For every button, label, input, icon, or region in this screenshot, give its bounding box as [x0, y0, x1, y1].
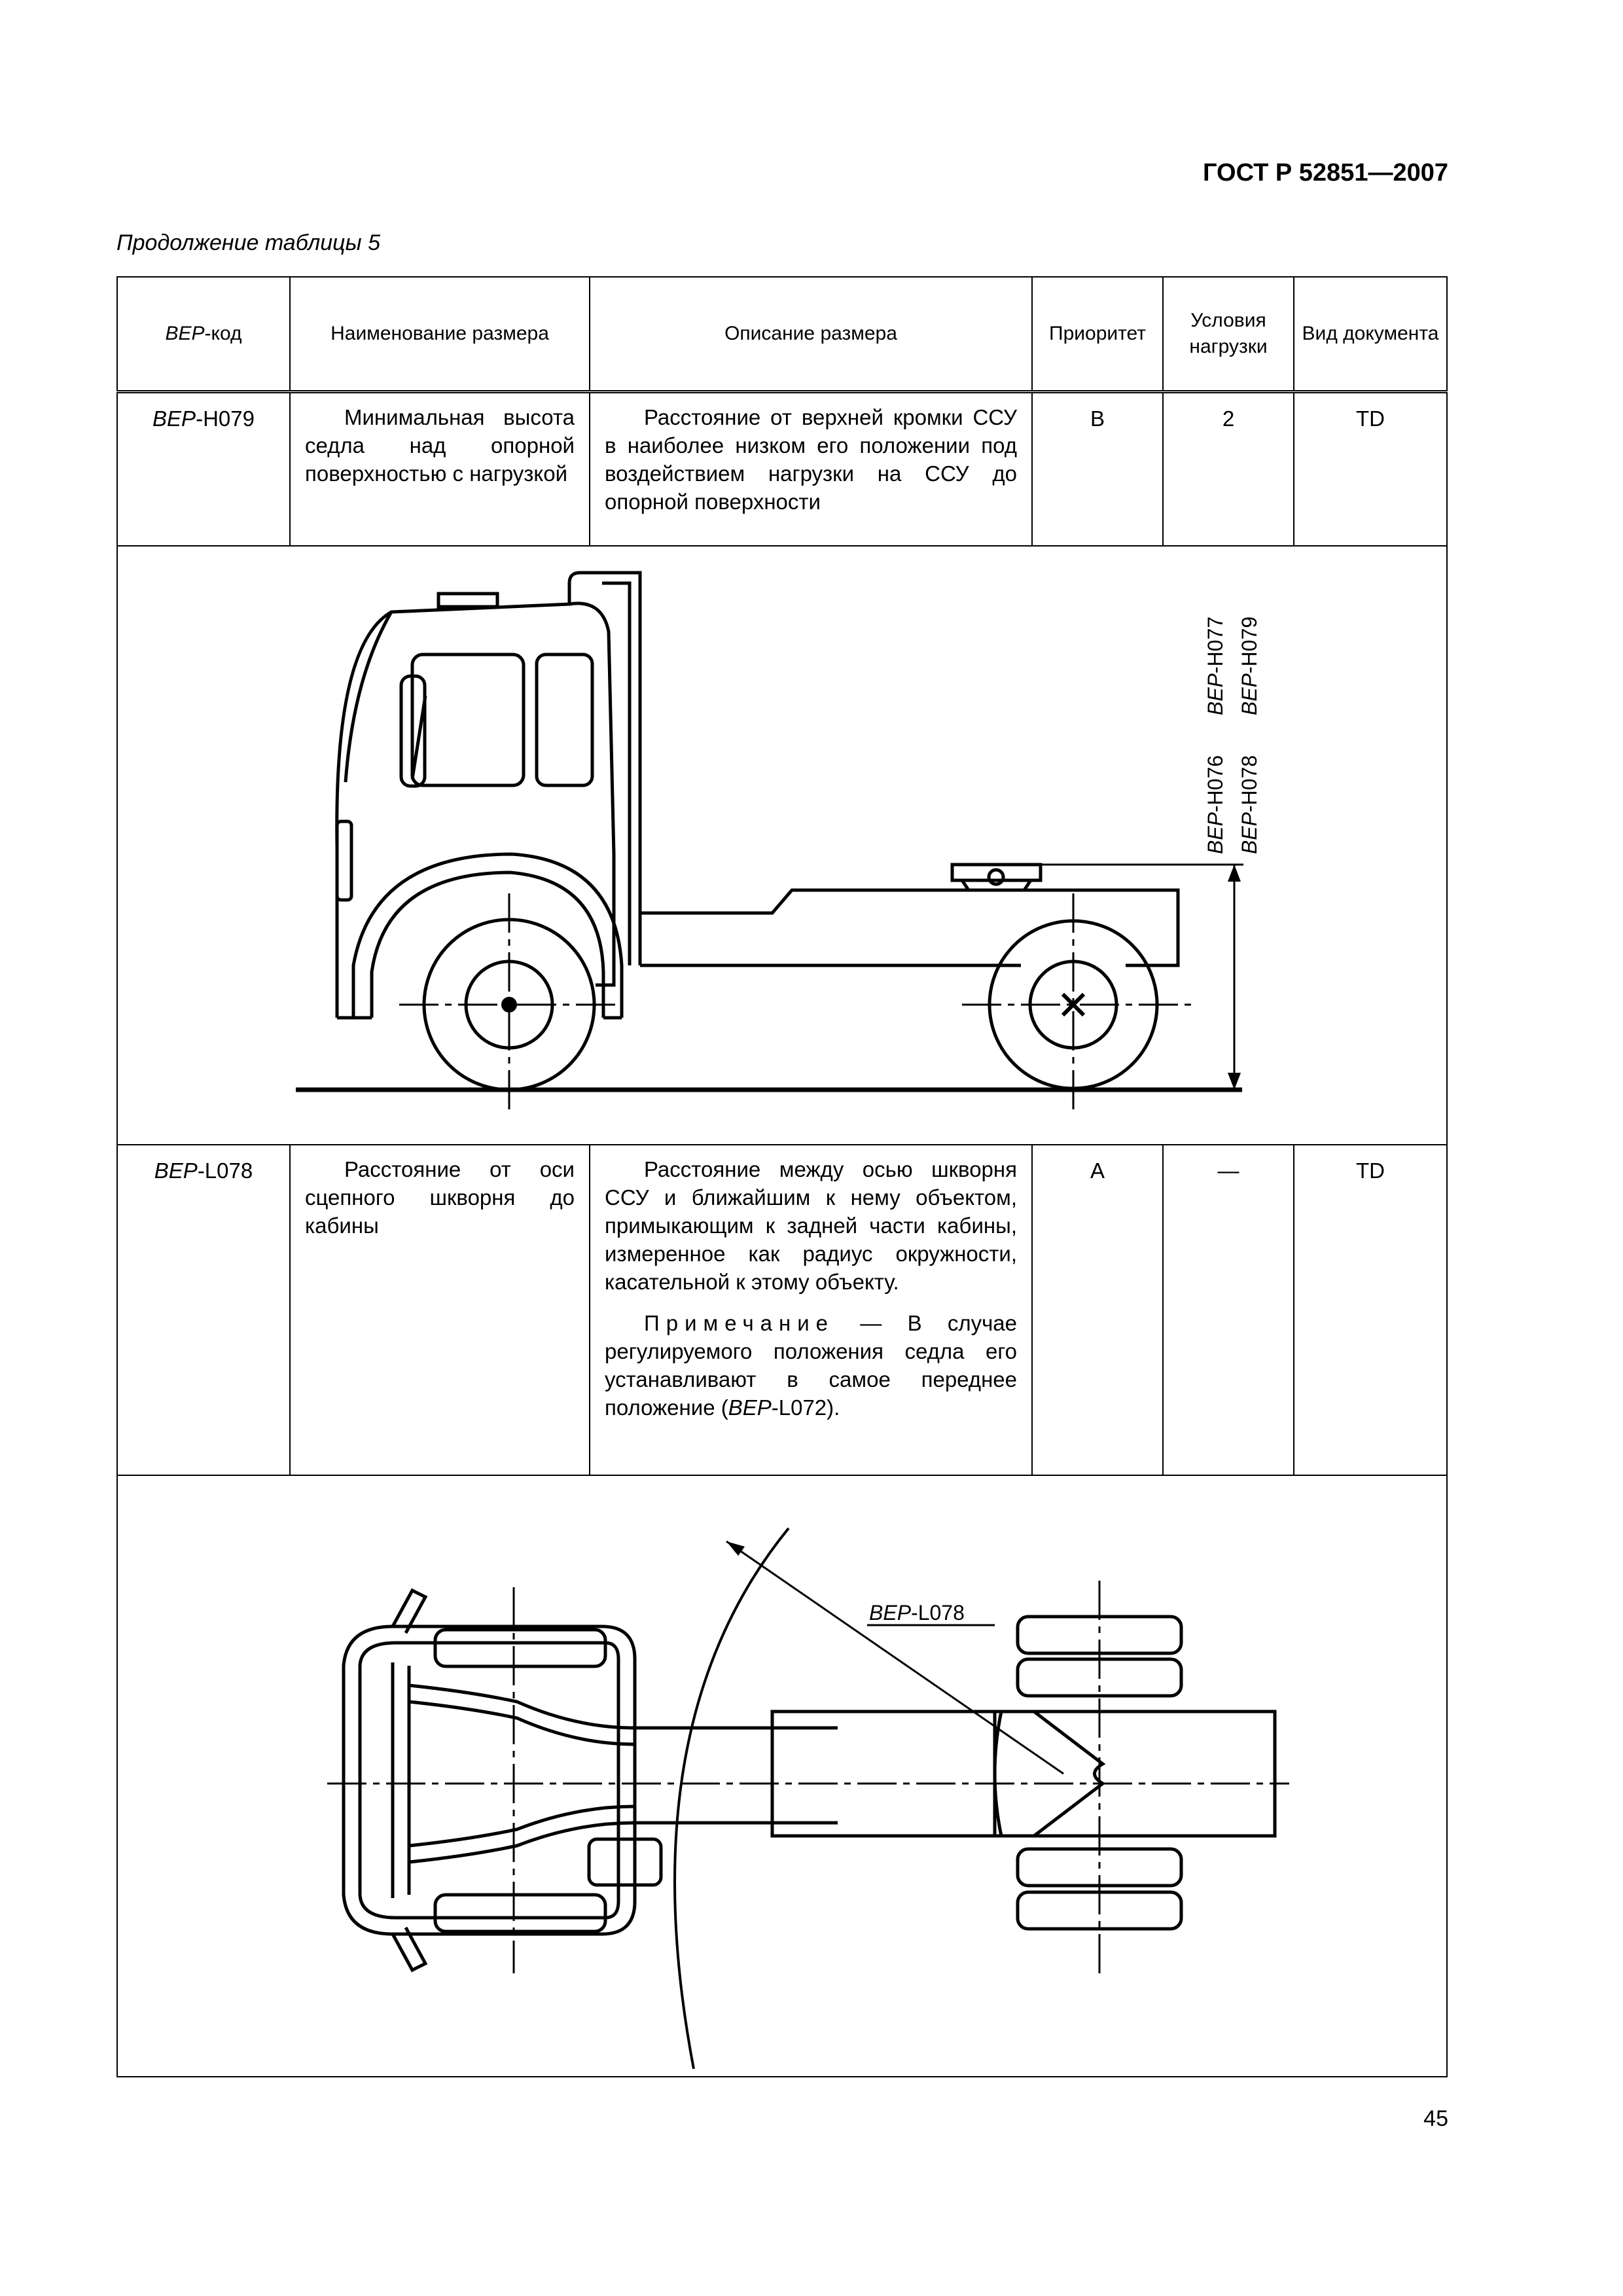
row-doc: TD — [1293, 1144, 1448, 1477]
col-header-code: BEP-код — [116, 276, 291, 393]
col-header-priority: Приоритет — [1031, 276, 1164, 393]
figure-row-top-view: BEP-L078 — [116, 1475, 1448, 2078]
row-code: BEP-H079 — [116, 391, 291, 547]
dimensions-table: BEP-код Наименование размера Описание ра… — [116, 276, 1448, 2078]
standard-number: ГОСТ Р 52851—2007 — [1203, 159, 1448, 187]
col-header-description: Описание размера — [589, 276, 1033, 393]
row-description: Расстояние между осью шкворня ССУ и ближ… — [589, 1144, 1033, 1477]
col-header-load: Условия нагрузки — [1162, 276, 1294, 393]
table-row: BEP-L078 Расстояние от оси сцепного шкво… — [116, 1144, 1448, 1477]
figure-cell: BEP-L078 — [116, 1475, 1448, 2078]
tractor-side-view-figure: BEP-H076 BEP-H077 BEP-H078 BEP-H079 — [296, 571, 1261, 1116]
row-load: 2 — [1162, 391, 1294, 547]
row-load: — — [1162, 1144, 1294, 1477]
label-bep-h076: BEP-H076 — [1204, 755, 1227, 853]
row-doc: TD — [1293, 391, 1448, 547]
figure-row-side-view: BEP-H076 BEP-H077 BEP-H078 BEP-H079 — [116, 545, 1448, 1146]
table-row: BEP-H079 Минимальная высота седла над оп… — [116, 391, 1448, 547]
table-caption: Продолжение таблицы 5 — [116, 230, 380, 255]
label-bep-h077: BEP-H077 — [1204, 616, 1227, 715]
col-header-name: Наименование размера — [289, 276, 590, 393]
row-name: Расстояние от оси сцепного шкворня до ка… — [289, 1144, 590, 1477]
row-description: Расстояние от верхней кромки ССУ в наибо… — [589, 391, 1033, 547]
row-priority: B — [1031, 391, 1164, 547]
label-bep-h079: BEP-H079 — [1238, 616, 1261, 715]
row-code: BEP-L078 — [116, 1144, 291, 1477]
row-name: Минимальная высота седла над опорной пов… — [289, 391, 590, 547]
label-bep-h078: BEP-H078 — [1238, 755, 1261, 853]
page-number: 45 — [1423, 2106, 1448, 2131]
tractor-top-view-figure: BEP-L078 — [327, 1528, 1289, 2070]
row-priority: A — [1031, 1144, 1164, 1477]
figure-cell: BEP-H076 BEP-H077 BEP-H078 BEP-H079 — [116, 545, 1448, 1146]
col-header-doc: Вид документа — [1293, 276, 1448, 393]
label-bep-l078: BEP-L078 — [869, 1601, 965, 1624]
table-header-row: BEP-код Наименование размера Описание ра… — [116, 276, 1448, 393]
row-note: Примечание — В случае регулируемого поло… — [605, 1310, 1017, 1420]
